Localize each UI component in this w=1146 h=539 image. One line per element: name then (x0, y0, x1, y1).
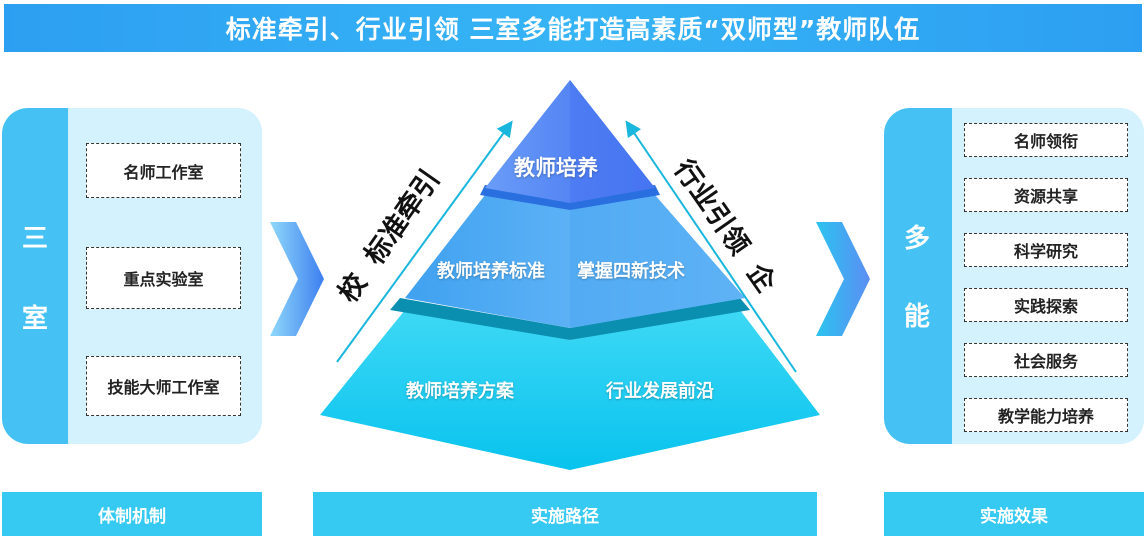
list-item: 教学能力培养 (964, 398, 1128, 432)
side-label: 多 (903, 224, 930, 254)
footer-label: 实施效果 (884, 492, 1144, 536)
page-title: 标准牵引、行业引领 三室多能打造高素质“双师型”教师队伍 (4, 4, 1142, 52)
arrow-up-right-icon (336, 120, 513, 363)
list-item: 重点实验室 (86, 247, 241, 309)
side-label: 三 (21, 224, 48, 254)
pyramid-bottom-label: 教师培养方案 (406, 381, 514, 402)
right-panel: 多 能 名师领衔 资源共享 科学研究 实践探索 社会服务 教学能力培养 (884, 108, 1144, 444)
list-item: 科学研究 (964, 233, 1128, 267)
pyramid-middle-label: 教师培养标准 (437, 261, 545, 282)
list-item: 名师领衔 (964, 123, 1128, 157)
list-item: 社会服务 (964, 343, 1128, 377)
chevron-right-icon (816, 222, 870, 336)
pyramid-middle-label: 掌握四新技术 (577, 261, 685, 282)
list-item: 实践探索 (964, 288, 1128, 322)
chevron-right-icon (270, 222, 324, 336)
pyramid-top-label: 教师培养 (514, 156, 598, 180)
pyramid-bottom-label: 行业发展前沿 (606, 381, 714, 402)
list-item: 名师工作室 (86, 143, 241, 198)
footer-label: 体制机制 (2, 492, 262, 536)
pyramid-bottom-tier (320, 310, 820, 470)
arrow-up-left-icon (625, 120, 797, 373)
side-label: 室 (21, 304, 48, 334)
footer-label: 实施路径 (313, 492, 817, 536)
list-item: 资源共享 (964, 178, 1128, 212)
list-item: 技能大师工作室 (86, 356, 241, 416)
side-label: 能 (903, 302, 930, 332)
pyramid (320, 80, 820, 470)
left-panel: 三 室 名师工作室 重点实验室 技能大师工作室 (2, 108, 262, 444)
